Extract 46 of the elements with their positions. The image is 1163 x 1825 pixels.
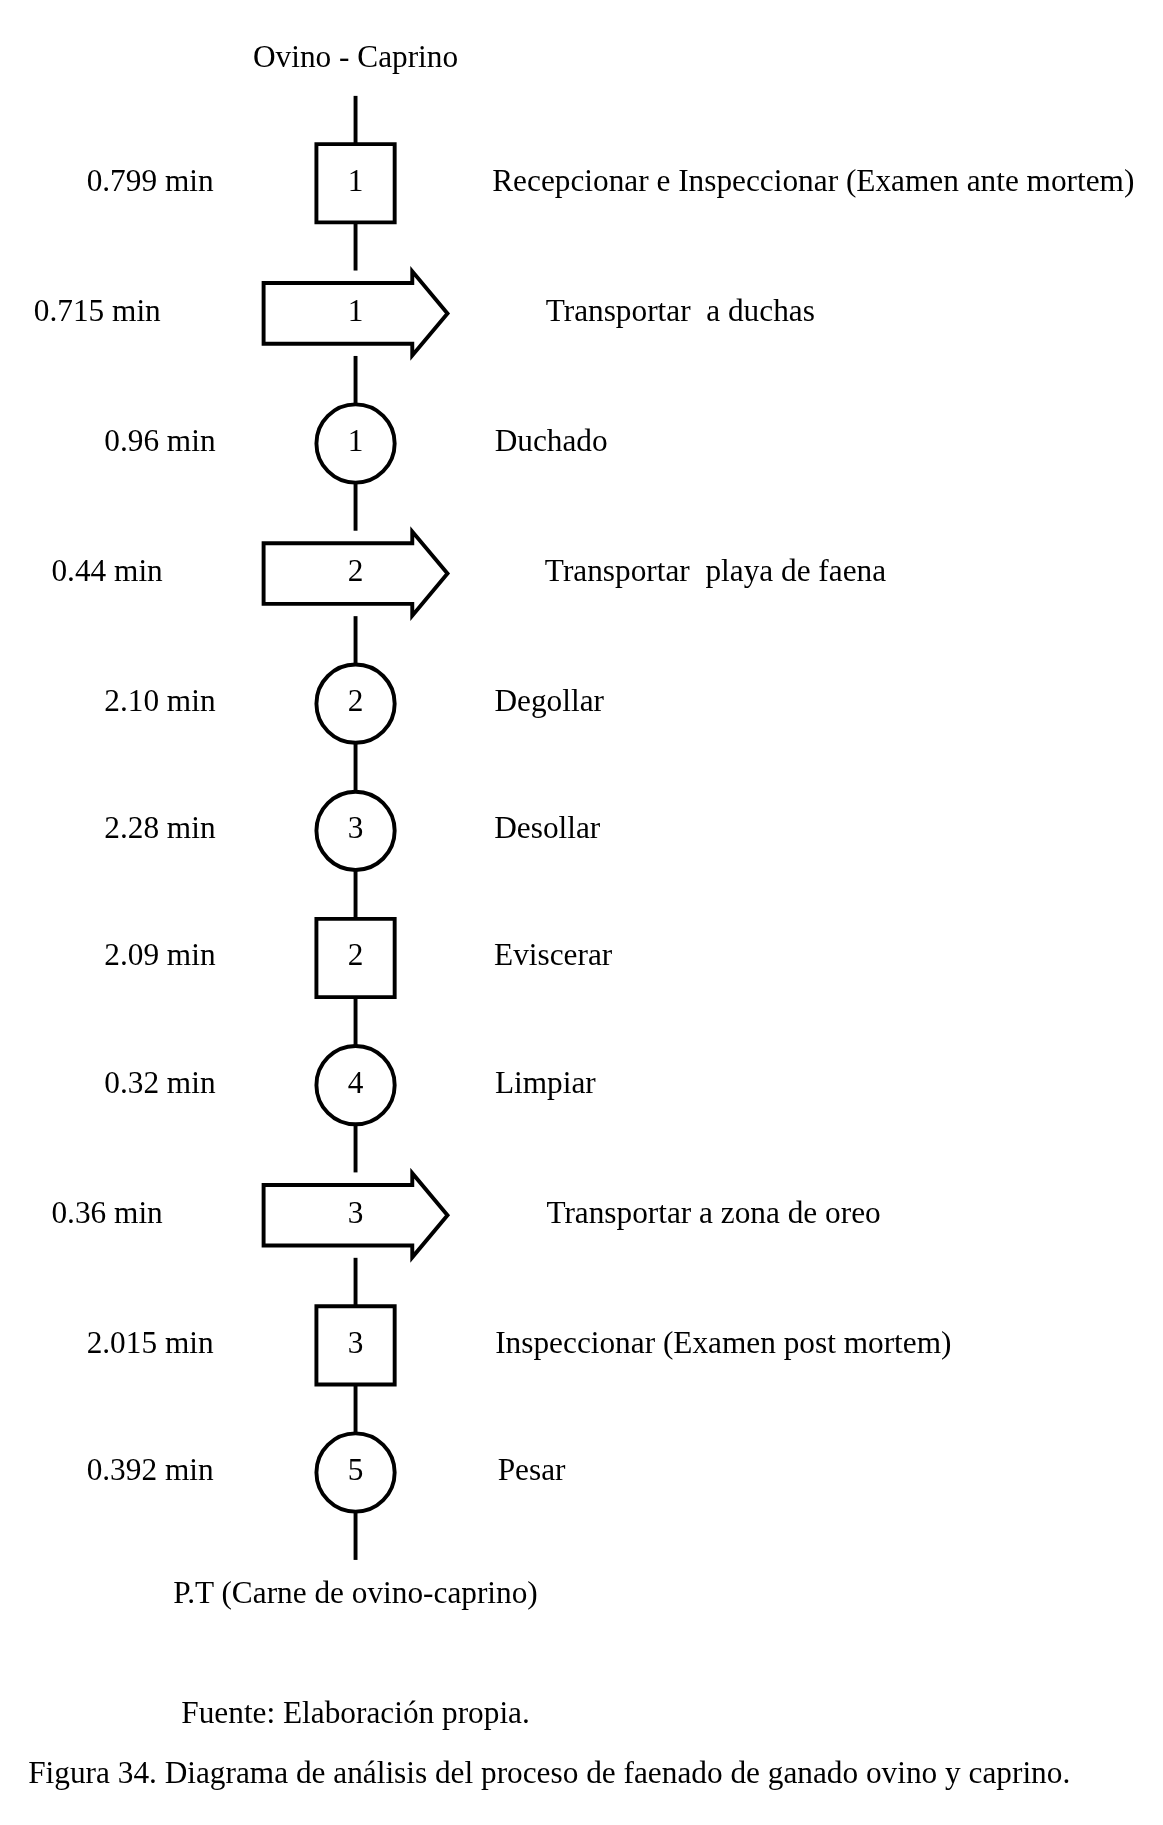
node-label: 2.10 min <box>104 682 216 718</box>
connector <box>353 742 358 791</box>
connector <box>353 95 358 144</box>
node-label: 0.715 min <box>33 292 161 328</box>
connector <box>353 1123 358 1172</box>
node-circle: 5 <box>314 1430 397 1514</box>
connector <box>353 1384 358 1433</box>
connector <box>353 615 358 664</box>
caption: Figura 34. Diagrama de análisis del proceso de faenado de ganado ovino y caprino. <box>28 1754 1071 1790</box>
node-label: 2.09 min <box>104 936 216 972</box>
node-label: 0.36 min <box>51 1194 163 1230</box>
node-circle: 4 <box>314 1043 397 1126</box>
label: Fuente: Elaboración propia. <box>181 1694 530 1730</box>
node-circle: 2 <box>314 662 397 745</box>
node-label: 2.28 min <box>104 809 216 845</box>
connector <box>353 221 358 271</box>
connector <box>353 869 358 919</box>
node-box: 3 <box>314 1303 397 1386</box>
node-label: 0.32 min <box>104 1064 216 1100</box>
node-label: Limpiar <box>494 1064 596 1100</box>
node-label: Recepcionar e Inspeccionar (Examen ante mortem) <box>492 162 1135 198</box>
node-box: 2 <box>314 916 397 999</box>
node-label: Desollar <box>494 809 601 845</box>
connector <box>353 482 358 531</box>
node-label: Eviscerar <box>494 936 613 972</box>
connector <box>353 1257 358 1305</box>
node-label: Pesar <box>497 1451 566 1487</box>
node-label: 0.799 min <box>86 162 214 198</box>
node-label: Degollar <box>494 682 604 718</box>
node-text: Ovino - Caprino <box>252 38 459 74</box>
node-box: 1 <box>314 141 397 224</box>
node-label: 0.96 min <box>104 422 216 458</box>
connector <box>353 355 358 404</box>
node-label: 0.44 min <box>51 552 163 588</box>
connector <box>353 997 358 1046</box>
node-text: P.T (Carne de ovino-caprino) <box>173 1574 538 1610</box>
node-circle: 3 <box>314 789 397 872</box>
connector <box>353 1511 358 1560</box>
node-label: Duchado <box>494 422 608 458</box>
node-label: 0.392 min <box>86 1451 214 1487</box>
node-label: Transportar playa de faena <box>544 552 887 588</box>
node-label: Transportar a duchas <box>545 292 815 328</box>
node-label: Transportar a zona de oreo <box>546 1194 881 1230</box>
node-label: Inspeccionar (Examen post mortem) <box>495 1324 952 1360</box>
node-circle: 1 <box>314 401 397 485</box>
node-label: 2.015 min <box>86 1324 214 1360</box>
